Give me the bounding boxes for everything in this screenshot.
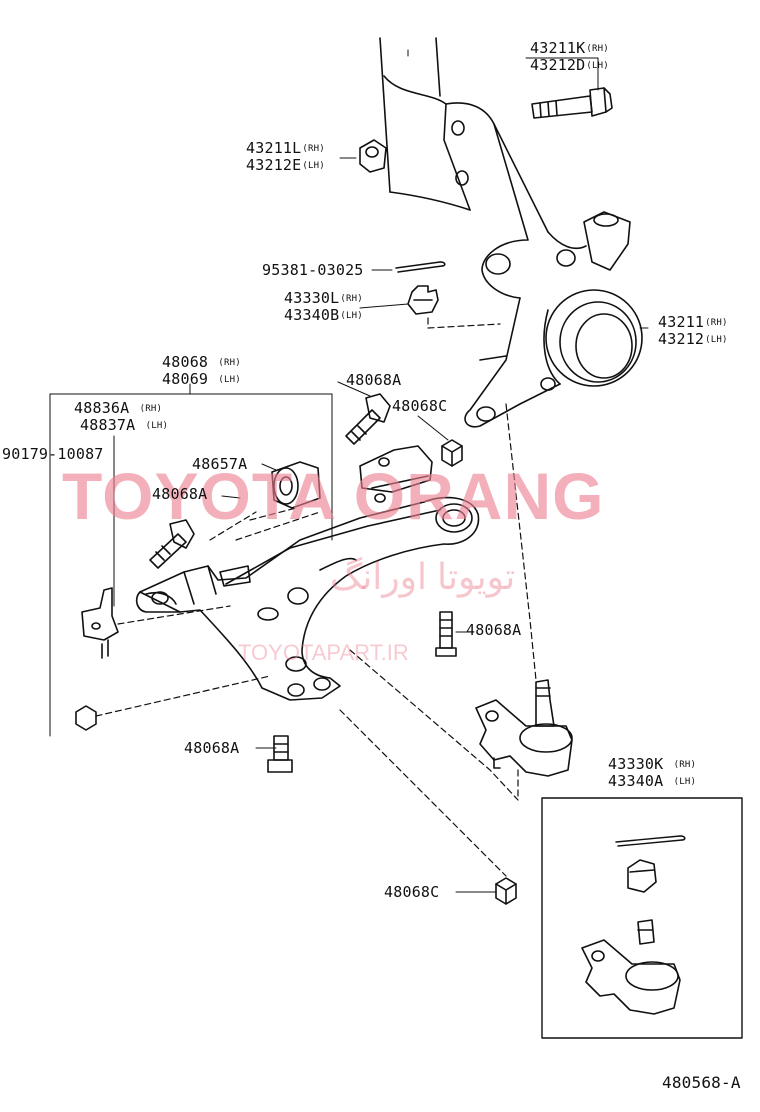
bolt-icon bbox=[149, 519, 195, 569]
nut-icon bbox=[441, 439, 463, 467]
side-marker: (LH) bbox=[586, 61, 609, 71]
bolt-icon bbox=[531, 87, 613, 119]
side-marker: (RH) bbox=[705, 318, 728, 328]
part-number: 43211L bbox=[246, 139, 302, 157]
watermark-url-text: TOYOTAPART.IR bbox=[238, 640, 409, 665]
bushing-icon bbox=[235, 461, 321, 541]
part-label-bushing: 48657A bbox=[192, 455, 248, 473]
part-label-knuckle-lh: 43212(LH) bbox=[658, 331, 728, 349]
part-number: 43212 bbox=[658, 330, 705, 348]
part-label-bolt-rh: 43211K(RH) bbox=[530, 40, 609, 58]
lower-control-arm bbox=[135, 496, 480, 701]
side-marker: (LH) bbox=[705, 335, 728, 345]
watermark-text: TOYOTA ORANG bbox=[62, 459, 605, 533]
part-label-bolt-lh: 43212D(LH) bbox=[530, 57, 609, 75]
bolt-icon bbox=[345, 393, 391, 445]
part-label-nut-lh: 43212E(LH) bbox=[246, 157, 325, 175]
nut-icon bbox=[75, 675, 271, 731]
side-marker: (LH) bbox=[673, 777, 697, 787]
part-number: 48068 bbox=[162, 353, 209, 371]
diagram-code: 480568-A bbox=[662, 1073, 741, 1092]
part-number: 48836A bbox=[74, 399, 130, 417]
bracket-plate bbox=[359, 445, 433, 503]
part-label-ball-joint-lh: 43340A (LH) bbox=[608, 773, 696, 791]
side-marker: (LH) bbox=[340, 311, 363, 321]
nut-icon bbox=[495, 877, 517, 905]
part-number: 43340B bbox=[284, 306, 340, 324]
side-marker: (LH) bbox=[302, 161, 325, 171]
part-number: 43340A bbox=[608, 772, 664, 790]
part-label-nut-90179: 90179-10087 bbox=[2, 445, 104, 463]
part-label-bracket-rh: 48836A (RH) bbox=[74, 400, 162, 418]
side-marker: (RH) bbox=[139, 404, 163, 414]
side-marker: (LH) bbox=[145, 421, 169, 431]
side-marker: (RH) bbox=[302, 144, 325, 154]
part-label-knuckle-rh: 43211(RH) bbox=[658, 314, 728, 332]
part-label-arm-lh: 48069 (LH) bbox=[162, 371, 241, 389]
bolt-icon bbox=[435, 611, 457, 657]
side-marker: (RH) bbox=[340, 294, 363, 304]
side-marker: (RH) bbox=[218, 358, 241, 368]
part-label-bolt-a-top: 48068A bbox=[346, 371, 402, 389]
part-number: 43212D bbox=[530, 56, 586, 74]
part-number: 43212E bbox=[246, 156, 302, 174]
castle-nut-icon bbox=[407, 285, 501, 329]
side-marker: (RH) bbox=[586, 44, 609, 54]
part-label-bolt-a-bottom: 48068A bbox=[184, 739, 240, 757]
part-label-bolt-a-right: 48068A bbox=[466, 621, 522, 639]
side-marker: (LH) bbox=[218, 375, 241, 385]
part-label-castle-nut-lh: 43340B(LH) bbox=[284, 307, 363, 325]
inset-box bbox=[541, 797, 743, 1039]
side-marker: (RH) bbox=[673, 760, 697, 770]
cotter-pin-icon bbox=[371, 261, 446, 273]
part-number: 43211K bbox=[530, 39, 586, 57]
part-number: 48069 bbox=[162, 370, 209, 388]
leader-lines bbox=[49, 49, 649, 893]
part-label-bracket-lh: 48837A (LH) bbox=[80, 417, 168, 435]
nut-icon bbox=[359, 139, 387, 173]
watermark-persian-text: تویوتا اورانگ bbox=[330, 556, 516, 597]
ball-joint bbox=[475, 679, 573, 801]
part-number: 43330K bbox=[608, 755, 664, 773]
part-label-arm-rh: 48068 (RH) bbox=[162, 354, 241, 372]
part-label-nut-rh: 43211L(RH) bbox=[246, 140, 325, 158]
part-number: 43330L bbox=[284, 289, 340, 307]
part-label-ball-joint-rh: 43330K (RH) bbox=[608, 756, 696, 774]
part-number: 43211 bbox=[658, 313, 705, 331]
part-label-bolt-a-left: 48068A bbox=[152, 485, 208, 503]
part-number: 48837A bbox=[80, 416, 136, 434]
part-label-nut-c-bottom: 48068C bbox=[384, 883, 440, 901]
part-label-cotter-pin: 95381-03025 bbox=[262, 261, 364, 279]
part-label-castle-nut-rh: 43330L(RH) bbox=[284, 290, 363, 308]
bolt-icon bbox=[267, 735, 293, 773]
bracket-icon bbox=[81, 587, 231, 659]
steering-knuckle bbox=[379, 37, 643, 428]
part-label-nut-c-top: 48068C bbox=[392, 397, 448, 415]
